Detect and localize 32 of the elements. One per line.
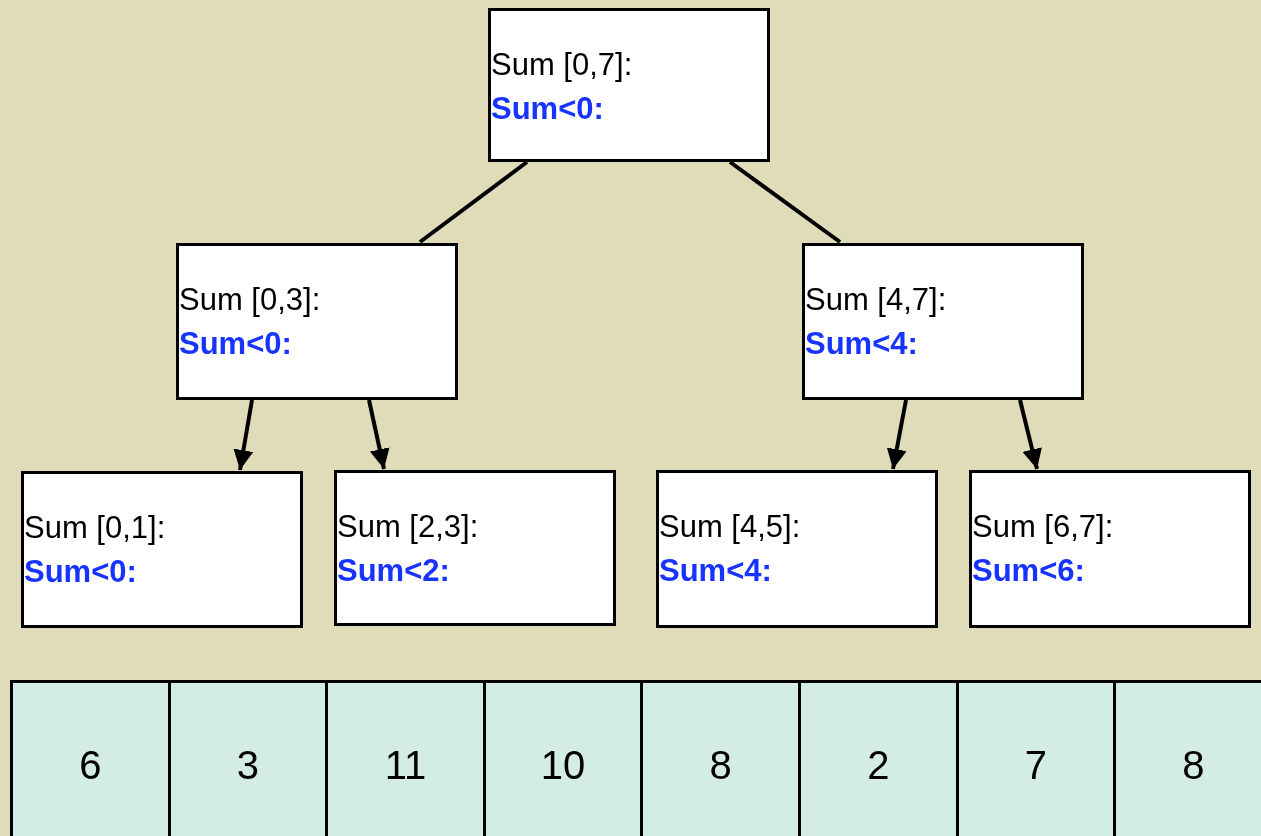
sum-label: Sum<4: <box>659 552 773 590</box>
sum-label: Sum<6: <box>972 552 1086 590</box>
array-cell: 11 <box>325 680 486 836</box>
connector-line <box>418 160 529 244</box>
tree-node-box <box>488 8 770 162</box>
arrow <box>233 399 254 471</box>
range-label: Sum [0,1]: <box>24 509 167 547</box>
arrow <box>367 399 390 470</box>
tree-node-box <box>969 470 1251 628</box>
sum-label: Sum<2: <box>337 552 451 590</box>
range-label: Sum [4,5]: <box>659 508 802 546</box>
array-cell: 8 <box>640 680 801 836</box>
range-label: Sum [0,7]: <box>491 46 634 84</box>
range-label: Sum [0,3]: <box>179 281 322 319</box>
tree-node-box <box>802 243 1084 400</box>
array-cell: 8 <box>1113 680 1261 836</box>
sum-label: Sum<0: <box>24 553 138 591</box>
tree-node-box <box>334 470 616 626</box>
arrow <box>886 399 908 470</box>
sum-label: Sum<0: <box>179 325 293 363</box>
range-label: Sum [6,7]: <box>972 508 1115 546</box>
arrow <box>1018 399 1042 470</box>
tree-node-box <box>656 470 938 628</box>
sum-label: Sum<4: <box>805 325 919 363</box>
tree-node-box <box>176 243 458 400</box>
connector-line <box>728 160 842 244</box>
range-label: Sum [4,7]: <box>805 281 948 319</box>
range-label: Sum [2,3]: <box>337 508 480 546</box>
array-cell: 6 <box>10 680 171 836</box>
array-cell: 2 <box>798 680 959 836</box>
sum-label: Sum<0: <box>491 90 605 128</box>
tree-node-box <box>21 471 303 628</box>
